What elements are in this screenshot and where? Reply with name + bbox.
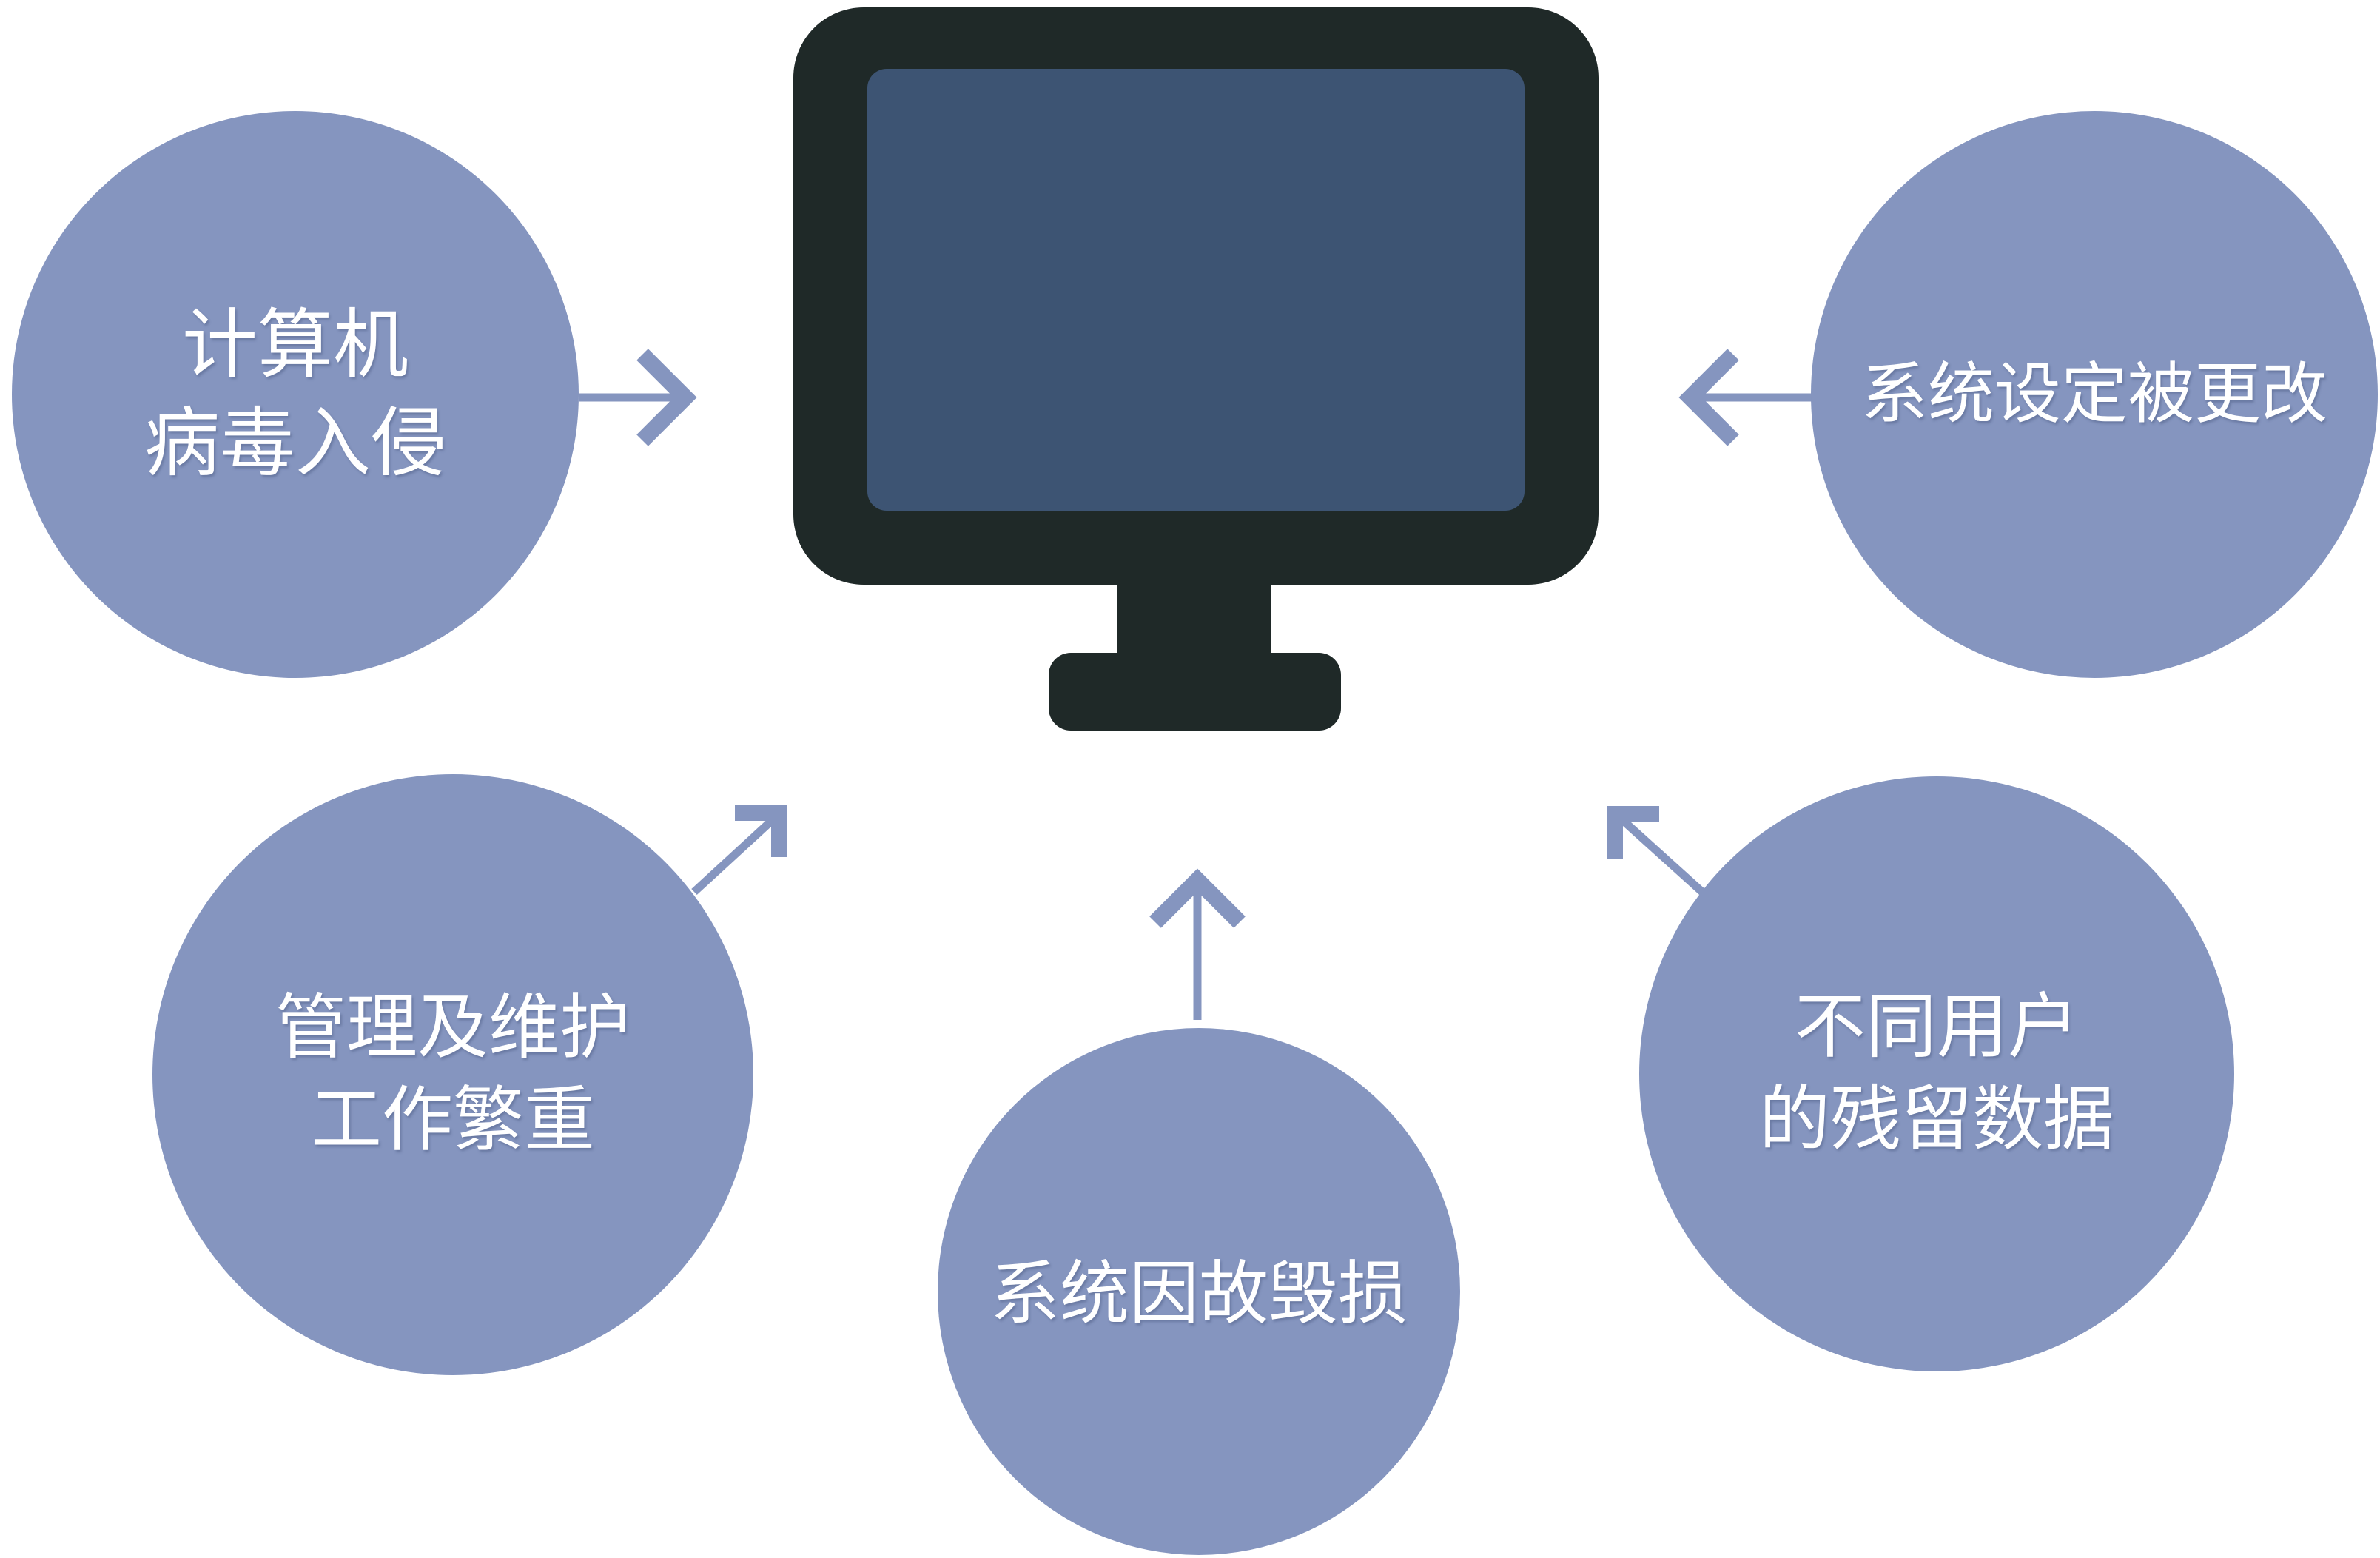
node-circle-virus: 计算机 病毒入侵 bbox=[12, 111, 579, 678]
arrow-virus-to-monitor bbox=[579, 349, 697, 446]
node-label-line: 不同用户 bbox=[1795, 987, 2079, 1067]
node-circle-settings: 系统设定被更改 bbox=[1811, 111, 2378, 678]
node-label-line: 系统设定被更改 bbox=[1861, 357, 2327, 432]
node-label-line: 工作繁重 bbox=[311, 1081, 595, 1160]
node-label-line: 的残留数据 bbox=[1759, 1080, 2114, 1159]
arrow-settings-to-monitor bbox=[1678, 349, 1813, 446]
arrow-damage-to-monitor bbox=[1149, 868, 1246, 1020]
monitor-stand-base bbox=[1049, 653, 1341, 731]
node-circle-damage: 系统因故毁损 bbox=[938, 1028, 1460, 1555]
monitor-screen bbox=[867, 69, 1525, 511]
node-label-line: 计算机 bbox=[182, 303, 409, 388]
node-circle-residual: 不同用户 的残留数据 bbox=[1639, 776, 2234, 1371]
node-label-line: 系统因故毁损 bbox=[989, 1254, 1408, 1332]
node-label-line: 病毒入侵 bbox=[144, 401, 446, 486]
node-circle-maintenance: 管理及维护 工作繁重 bbox=[152, 774, 753, 1375]
node-label-line: 管理及维护 bbox=[275, 988, 631, 1068]
arrow-residual-to-monitor bbox=[1607, 806, 1705, 896]
arrow-maintenance-to-monitor bbox=[691, 805, 787, 896]
